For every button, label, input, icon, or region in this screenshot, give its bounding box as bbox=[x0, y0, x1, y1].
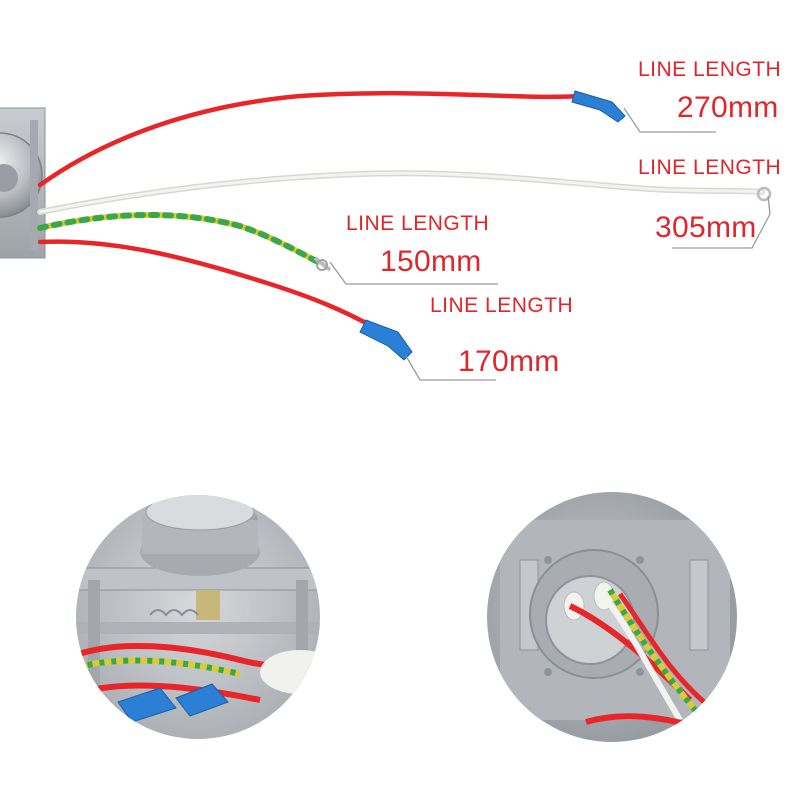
leader-lines bbox=[329, 107, 771, 381]
callout-white-length: 305mm bbox=[655, 211, 757, 244]
wire-yellow-green bbox=[37, 211, 332, 272]
callout-red-short-heading: LINE LENGTH bbox=[430, 294, 574, 317]
callout-yellow-green-heading: LINE LENGTH bbox=[346, 212, 490, 235]
callout-red-long-length: 270mm bbox=[677, 91, 779, 124]
wire-white bbox=[37, 170, 772, 215]
callout-red-short-length: 170mm bbox=[458, 345, 560, 378]
wire-red-short bbox=[37, 239, 413, 361]
wire-red-long bbox=[37, 90, 626, 188]
callout-red-long-heading: LINE LENGTH bbox=[638, 58, 782, 81]
motor-body bbox=[0, 107, 46, 259]
detail-circle-side-view bbox=[76, 495, 320, 739]
callout-white-heading: LINE LENGTH bbox=[638, 156, 782, 179]
callout-yellow-green-length: 150mm bbox=[380, 245, 482, 278]
detail-circle-back-view bbox=[487, 492, 737, 742]
